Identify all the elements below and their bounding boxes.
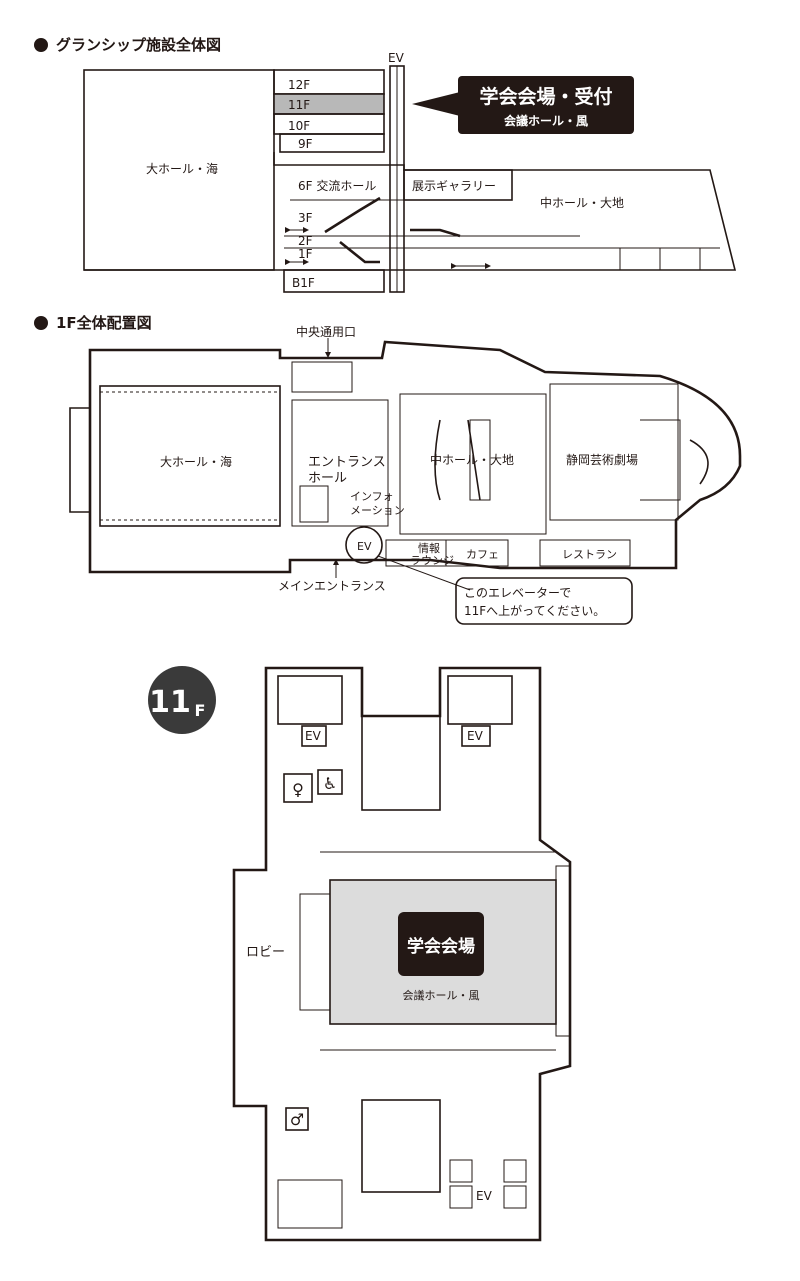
floor-badge bbox=[148, 666, 216, 734]
overview-title: グランシップ施設全体図 bbox=[56, 36, 222, 54]
main-entrance-label: メインエントランス bbox=[278, 579, 386, 593]
callout-title: 学会会場・受付 bbox=[479, 85, 612, 108]
floor-1f-plan: 中央通用口 大ホール・海 エントランス ホール インフォ メーション 中ホール・… bbox=[69, 324, 742, 625]
elevator-note-box bbox=[455, 577, 633, 625]
big-hall-label: 大ホール・海 bbox=[160, 454, 232, 469]
elevator-note-line1: このエレベーターで bbox=[464, 586, 571, 600]
floor-label-9f: 9F bbox=[298, 137, 313, 151]
big-hall-label: 大ホール・海 bbox=[146, 161, 218, 176]
restaurant-label: レストラン bbox=[562, 548, 617, 561]
ev-label: EV bbox=[357, 540, 372, 553]
info-label-1: インフォ bbox=[350, 490, 394, 503]
floor-label-11f: 11F bbox=[288, 98, 310, 112]
venue-sub-label: 会議ホール・風 bbox=[403, 988, 480, 1002]
cafe-label: カフェ bbox=[466, 548, 499, 561]
entrance-hall-label-1: エントランス bbox=[308, 455, 386, 470]
central-entrance-label: 中央通用口 bbox=[296, 324, 356, 339]
floor-label-10f: 10F bbox=[288, 119, 310, 133]
venue-label: 学会会場 bbox=[407, 936, 475, 957]
restroom-women-sign bbox=[283, 773, 313, 803]
info-label-2: メーション bbox=[350, 504, 405, 517]
mid-hall-label: 中ホール・大地 bbox=[430, 452, 514, 467]
venue-badge bbox=[398, 912, 484, 976]
theatre-label: 静岡芸術劇場 bbox=[566, 453, 638, 467]
bullet-icon bbox=[34, 315, 48, 330]
floor-1f-title: 1F全体配置図 bbox=[56, 314, 152, 332]
building-cross-section: EV 12F 11F 10F 9F 6F 交流ホール 3F 2F 1F B1F … bbox=[83, 51, 737, 293]
venue-callout bbox=[458, 76, 634, 134]
section-heading-1f: 1F全体配置図 bbox=[34, 312, 152, 333]
elevator-marker bbox=[345, 526, 383, 564]
exchange-hall-label: 6F 交流ホール bbox=[298, 178, 376, 193]
floor-label-1f: 1F bbox=[298, 247, 313, 261]
section-heading-overview: グランシップ施設全体図 bbox=[34, 34, 221, 55]
floor-label-2f: 2F bbox=[298, 234, 313, 248]
bullet-icon bbox=[34, 37, 48, 52]
gallery-label: 展示ギャラリー bbox=[412, 179, 496, 193]
accessible-sign bbox=[317, 769, 343, 795]
floor-badge-number: 11 bbox=[149, 685, 191, 720]
restroom-men-sign bbox=[285, 1107, 309, 1131]
ev-right-label: EV bbox=[467, 729, 484, 743]
lounge-label-1: 情報 bbox=[418, 542, 440, 555]
lounge-label-2: ラウンジ bbox=[410, 554, 454, 567]
callout-pointer bbox=[412, 92, 460, 116]
elevator-note-line2: 11Fへ上がってください。 bbox=[464, 603, 605, 618]
entrance-hall-label-2: ホール bbox=[308, 471, 347, 486]
floor-11f-plan: 11 F ♀ ♿ ♂ EV EV EV ロビー bbox=[148, 666, 572, 1242]
floor-label-12f: 12F bbox=[288, 78, 310, 92]
lobby-label: ロビー bbox=[246, 945, 285, 960]
floor-badge-suffix: F bbox=[195, 701, 206, 720]
wheelchair-icon: ♿ bbox=[323, 774, 337, 793]
women-icon: ♀ bbox=[292, 780, 304, 799]
floor-label-b1f: B1F bbox=[292, 276, 315, 290]
floor-label-3f: 3F bbox=[298, 211, 313, 225]
ev-bottom-label: EV bbox=[476, 1189, 493, 1203]
mid-hall-label: 中ホール・大地 bbox=[540, 195, 624, 210]
callout-subtitle: 会議ホール・風 bbox=[504, 113, 588, 128]
ev-left-label: EV bbox=[305, 729, 322, 743]
men-icon: ♂ bbox=[290, 1110, 304, 1129]
ev-label: EV bbox=[388, 51, 405, 65]
